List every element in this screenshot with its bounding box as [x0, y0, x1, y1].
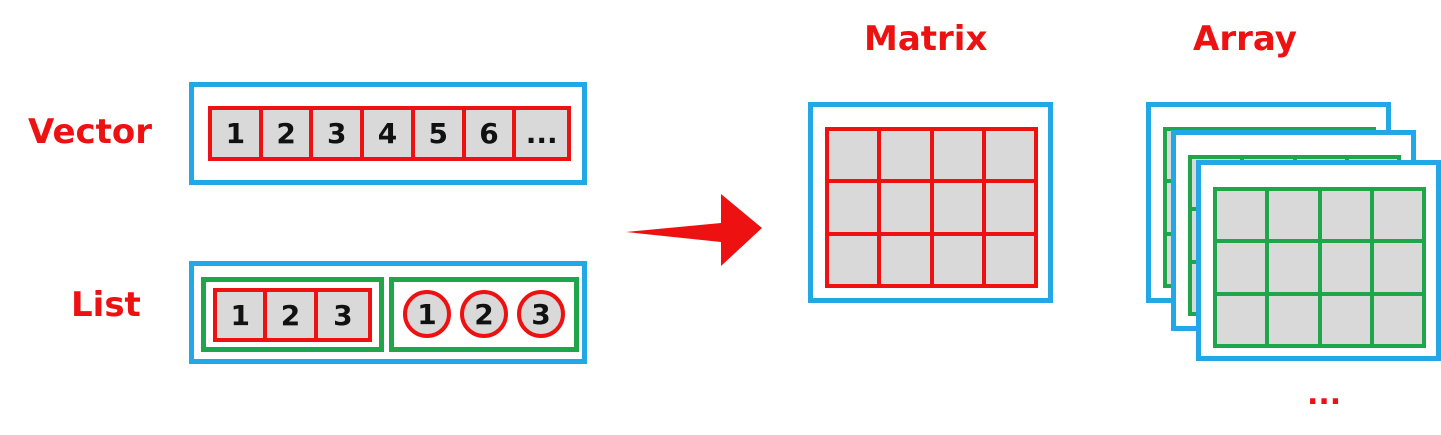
array-more-ellipsis: ... [1307, 377, 1342, 412]
array-cell [1217, 191, 1266, 240]
array-cell [1321, 243, 1370, 292]
array-cell [1373, 191, 1422, 240]
matrix-cell [933, 131, 982, 180]
vector-cell: 1 [212, 110, 263, 157]
vector-cell: 4 [364, 110, 415, 157]
array-cell [1269, 295, 1318, 344]
matrix-cell [829, 183, 878, 232]
array-cell [1217, 295, 1266, 344]
matrix-cell [985, 235, 1034, 284]
list-cells: 1 2 3 [213, 288, 372, 342]
array-cell [1373, 243, 1422, 292]
list-cell: 3 [317, 292, 369, 338]
list-circle: 1 [403, 290, 451, 338]
array-cell [1269, 191, 1318, 240]
matrix-label: Matrix [864, 19, 988, 59]
matrix-cell [881, 131, 930, 180]
array-cell [1217, 243, 1266, 292]
list-container: 1 2 3 1 2 3 [189, 261, 587, 364]
array-layer-3 [1196, 160, 1441, 361]
matrix-grid [825, 127, 1038, 288]
matrix-container [808, 102, 1053, 303]
list-circle: 3 [517, 290, 565, 338]
array-label: Array [1193, 19, 1297, 59]
vector-cell: ... [516, 110, 567, 157]
matrix-cell [985, 183, 1034, 232]
list-label: List [71, 285, 141, 325]
matrix-cell [881, 183, 930, 232]
matrix-cell [881, 235, 930, 284]
vector-cell: 2 [262, 110, 314, 157]
matrix-cell [985, 131, 1034, 180]
matrix-cell [933, 235, 982, 284]
matrix-cell [829, 235, 878, 284]
matrix-cell [933, 183, 982, 232]
array-cell [1321, 191, 1370, 240]
array-cell [1373, 295, 1422, 344]
vector-cell: 3 [313, 110, 365, 157]
list-cell: 1 [217, 292, 268, 338]
vector-cell: 5 [414, 110, 466, 157]
right-arrow-icon [626, 194, 762, 266]
list-cell: 2 [267, 292, 318, 338]
array-grid [1213, 187, 1426, 348]
vector-cell: 6 [465, 110, 517, 157]
list-vector-group: 1 2 3 [201, 277, 384, 352]
vector-cells: 1 2 3 4 5 6 ... [208, 106, 571, 161]
matrix-cell [829, 131, 878, 180]
array-cell [1321, 295, 1370, 344]
array-cell [1269, 243, 1318, 292]
vector-container: 1 2 3 4 5 6 ... [189, 82, 587, 185]
list-circle: 2 [460, 290, 508, 338]
vector-label: Vector [28, 112, 153, 152]
list-circle-group: 1 2 3 [389, 277, 579, 352]
